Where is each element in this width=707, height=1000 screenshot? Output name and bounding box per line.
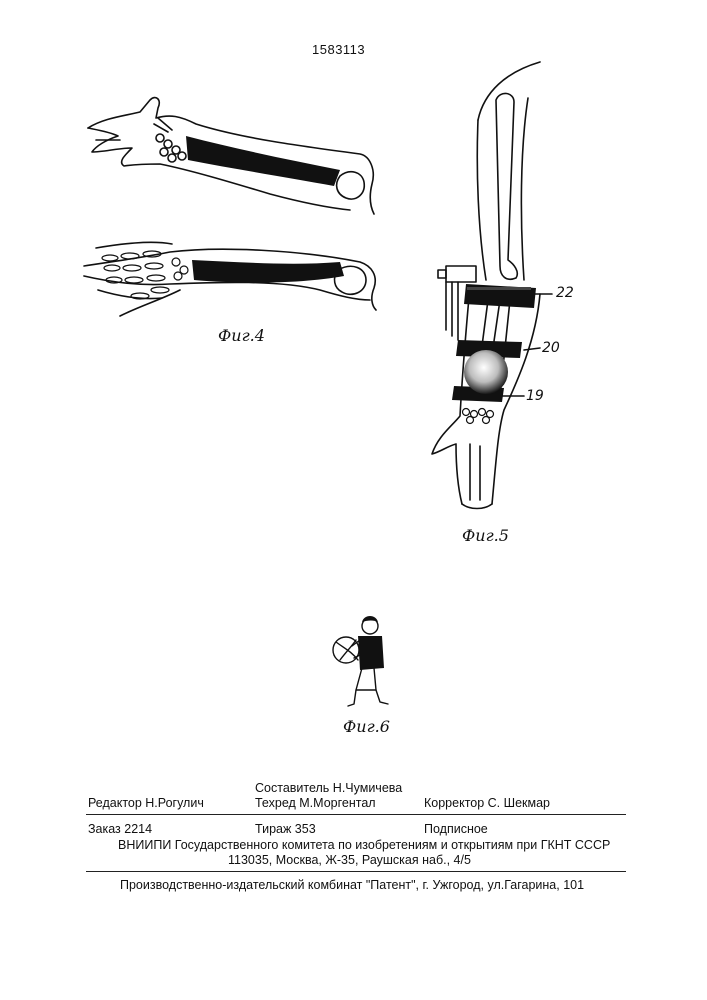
- techred-line: Техред М.Моргентал: [255, 796, 376, 810]
- institute-line-2: 113035, Москва, Ж-35, Раушская наб., 4/5: [228, 853, 471, 867]
- corrector-line: Корректор С. Шекмар: [424, 796, 550, 810]
- subscription: Подписное: [424, 822, 488, 836]
- order-number: Заказ 2214: [88, 822, 152, 836]
- figure-6-label: Фиг.6: [343, 717, 390, 736]
- institute-line-1: ВНИИПИ Государственного комитета по изоб…: [118, 838, 610, 852]
- compiler-line: Составитель Н.Чумичева: [255, 781, 402, 795]
- imprint-divider-top: [86, 814, 626, 815]
- circulation: Тираж 353: [255, 822, 316, 836]
- imprint-divider-bottom: [86, 871, 626, 872]
- editor-line: Редактор Н.Рогулич: [88, 796, 204, 810]
- publisher-line: Производственно-издательский комбинат "П…: [120, 878, 584, 892]
